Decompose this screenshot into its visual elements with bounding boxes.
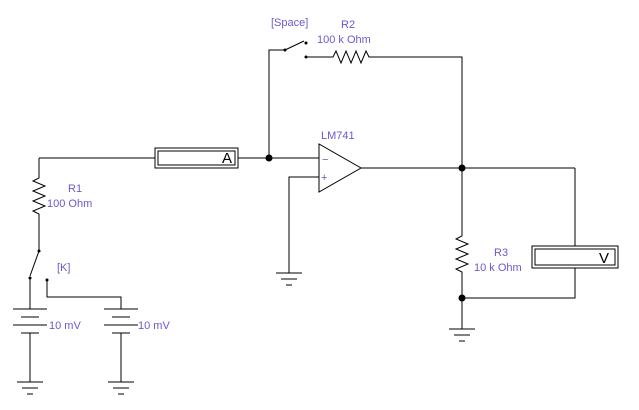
switch-k-label: [K] [57, 262, 70, 274]
battery-right-value: 10 mV [138, 320, 170, 332]
opamp-name: LM741 [321, 130, 355, 142]
opamp-plus-sign: + [321, 172, 327, 184]
battery-left-value: 10 mV [49, 320, 81, 332]
resistor-r2[interactable] [306, 49, 463, 168]
ground-icon [449, 328, 475, 342]
opamp-minus-sign: − [322, 154, 328, 166]
ammeter-label: A [222, 150, 232, 167]
resistor-r3[interactable] [454, 168, 470, 329]
voltmeter[interactable] [531, 245, 619, 269]
r2-value: 100 k Ohm [317, 34, 371, 46]
ammeter[interactable] [154, 147, 239, 169]
r3-name: R3 [494, 247, 508, 259]
opamp-lm741[interactable] [318, 143, 363, 193]
battery-right[interactable] [104, 308, 138, 382]
r3-value: 10 k Ohm [474, 262, 522, 274]
voltmeter-bottom-wire [462, 268, 576, 299]
r1-name: R1 [68, 183, 82, 195]
switch-k[interactable] [28, 249, 49, 282]
r2-name: R2 [341, 19, 355, 31]
switch-space-label: [Space] [271, 17, 308, 29]
feedback-switch[interactable] [268, 40, 308, 158]
ground-icon [17, 381, 43, 395]
resistor-r1[interactable] [31, 158, 47, 250]
right-battery-wire [46, 280, 122, 309]
noninverting-input-wire [288, 176, 319, 273]
ground-icon [276, 272, 302, 286]
battery-left[interactable] [13, 308, 47, 382]
ground-icon [108, 381, 134, 395]
r1-value: 100 Ohm [47, 198, 92, 210]
voltmeter-label: V [599, 250, 609, 267]
